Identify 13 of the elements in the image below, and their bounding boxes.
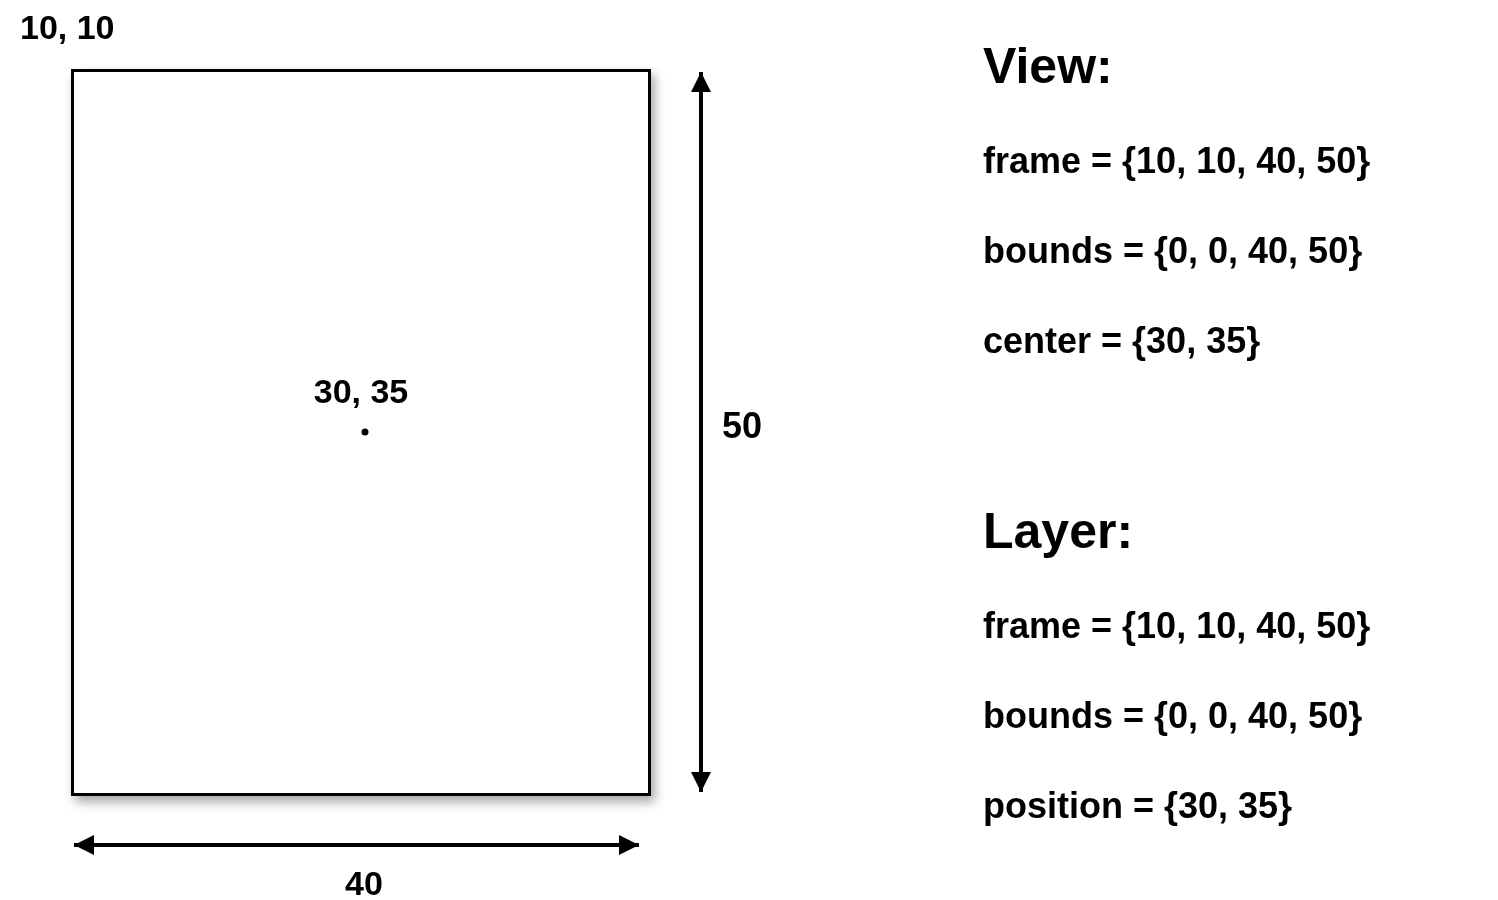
property-text: position = {30, 35} — [983, 785, 1293, 827]
property-text: bounds = {0, 0, 40, 50} — [983, 695, 1363, 737]
coordinate-label: 30, 35 — [312, 372, 410, 412]
dimension-label: 50 — [722, 405, 763, 447]
dimension-label: 40 — [345, 864, 383, 900]
rectangle-frame — [71, 69, 651, 796]
property-text: frame = {10, 10, 40, 50} — [983, 140, 1371, 182]
coordinate-label: 10, 10 — [20, 8, 115, 48]
heading: View: — [983, 38, 1113, 96]
property-text: bounds = {0, 0, 40, 50} — [983, 230, 1363, 272]
property-text: frame = {10, 10, 40, 50} — [983, 605, 1371, 647]
heading: Layer: — [983, 503, 1134, 561]
property-text: center = {30, 35} — [983, 320, 1261, 362]
